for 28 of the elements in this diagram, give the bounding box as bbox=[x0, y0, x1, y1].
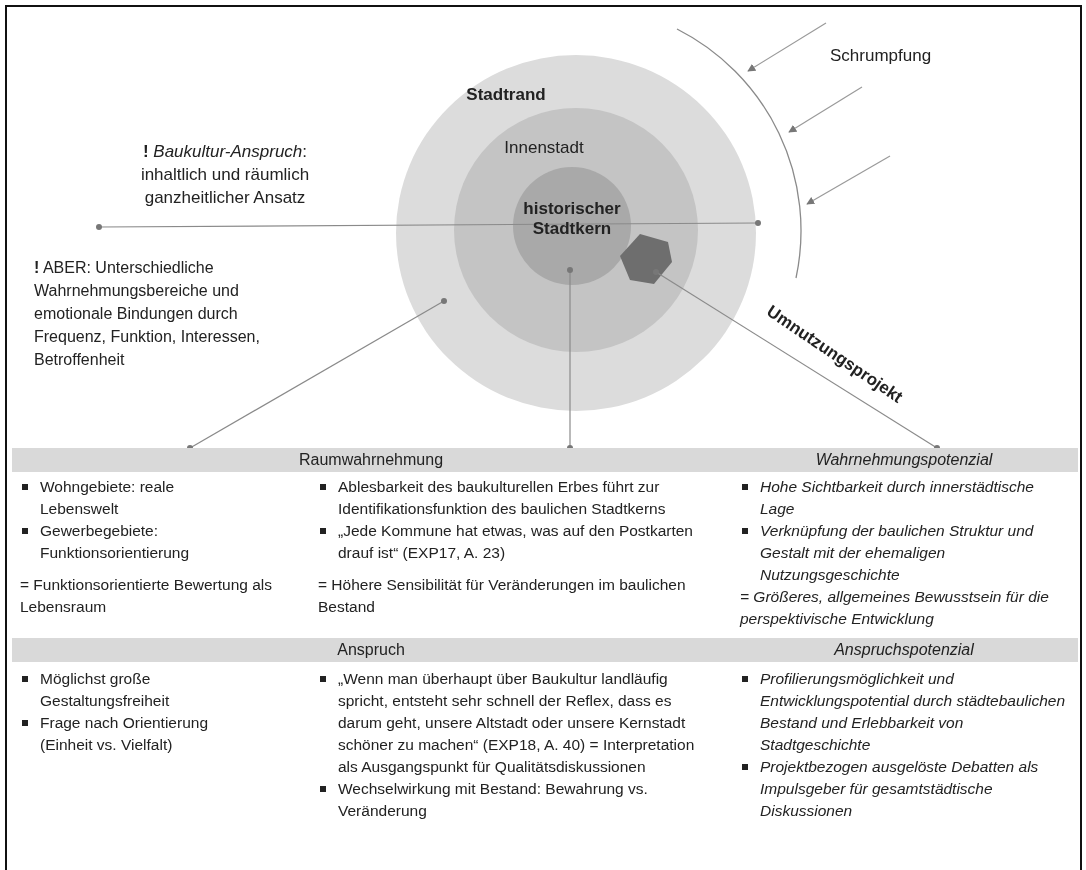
bullet-text: Hohe Sichtbarkeit durch innerstädtische Lage bbox=[760, 477, 1035, 519]
conclusion-text: = Funktionsorientierte Bewertung als Lebensraum bbox=[20, 575, 273, 617]
header-band: Wahrnehmungspotenzial bbox=[730, 448, 1078, 472]
zone-label: Schrumpfung bbox=[830, 45, 933, 67]
bullet-text: Frage nach Orientierung (Einheit vs. Vielfalt) bbox=[40, 713, 209, 755]
note-text: ! Baukultur-Anspruch: inhaltlich und räumlich ganzheitlicher Ansatz bbox=[139, 141, 311, 209]
bullet-text: Gewerbegebiete: Funktionsorientierung bbox=[40, 521, 191, 563]
bullet-text: Möglichst große Gestaltungsfreiheit bbox=[40, 669, 171, 711]
zone-label: Innenstadt bbox=[503, 138, 585, 158]
zone-label: Stadtrand bbox=[465, 85, 547, 105]
header-band: Raumwahrnehmung bbox=[12, 448, 730, 472]
leader-line bbox=[653, 269, 940, 451]
bullet-text: Verknüpfung der baulichen Struktur und Gestalt mit der ehemaligen Nutzungsgeschichte bbox=[760, 521, 1035, 585]
bullet-text: „Jede Kommune hat etwas, was auf den Postkarten drauf ist“ (EXP17, A. 23) bbox=[338, 521, 693, 563]
leader-line bbox=[187, 298, 447, 451]
header-band: Anspruchspotenzial bbox=[730, 638, 1078, 662]
bullet-text: Profilierungsmöglichkeit und Entwicklungspotential durch städtebaulichen Bestand und Erlebbarkeit von Stadtgeschichte bbox=[760, 669, 1067, 755]
conclusion-text: = Größeres, allgemeines Bewusstsein für die perspektivische Entwicklung bbox=[740, 587, 1050, 629]
leader-line bbox=[567, 267, 573, 451]
zone-label: historischer Stadtkern bbox=[522, 199, 622, 239]
bullet-text: Wohngebiete: reale Lebenswelt bbox=[40, 477, 176, 519]
bullet-text: „Wenn man überhaupt über Baukultur landläufig spricht, entsteht sehr schnell der Reflex, dass es darum geht, unsere Altstadt oder unsere Kernstadt schöner zu machen“ (EXP18, A. 40) = Interpretation als Ausgangspunkt für Qualitätsdiskussionen bbox=[338, 669, 696, 777]
conclusion-text: = Höhere Sensibilität für Veränderungen im baulichen Bestand bbox=[318, 575, 687, 617]
bullet-text: Wechselwirkung mit Bestand: Bewahrung vs. Veränderung bbox=[338, 779, 649, 821]
note-text: ! ABER: Unterschiedliche Wahrnehmungsbereiche und emotionale Bindungen durch Frequenz, Funktion, Interessen, Betroffenheit bbox=[34, 258, 261, 370]
bullet-text: Projektbezogen ausgelöste Debatten als Impulsgeber für gesamtstädtische Diskussionen bbox=[760, 757, 1040, 821]
header-band: Anspruch bbox=[12, 638, 730, 662]
bullet-text: Ablesbarkeit des baukulturellen Erbes führt zur Identifikationsfunktion des baulichen Stadtkerns bbox=[338, 477, 667, 519]
